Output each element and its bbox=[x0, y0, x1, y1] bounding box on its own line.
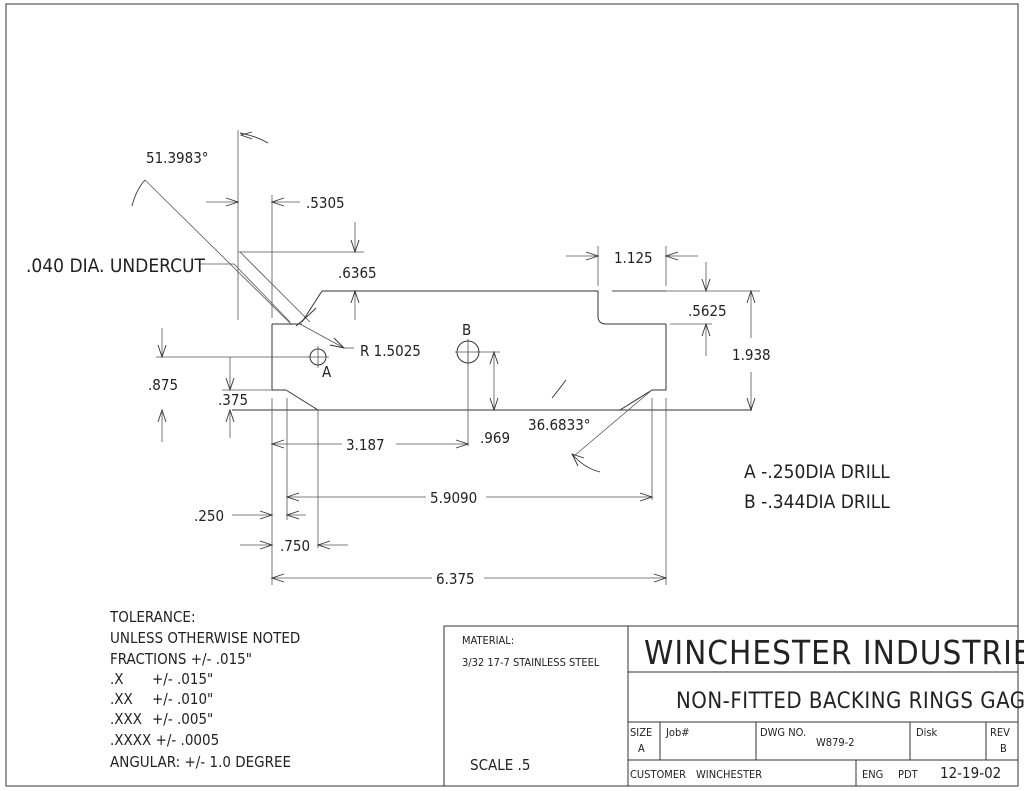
tolerance-xx-val: +/- .010" bbox=[152, 690, 213, 708]
d1938-arrow-top bbox=[746, 289, 756, 304]
radius-leader bbox=[299, 323, 345, 349]
radius-label: R 1.5025 bbox=[360, 342, 421, 360]
rev-label: REV bbox=[990, 726, 1010, 739]
d6365-arrow-bottom bbox=[350, 289, 360, 304]
d5625-arrow-bottom bbox=[701, 322, 711, 337]
d5305-label: .5305 bbox=[306, 194, 345, 212]
job-label: Job# bbox=[665, 726, 690, 739]
d375-label: .375 bbox=[218, 391, 248, 409]
customer-value: WINCHESTER bbox=[696, 768, 762, 781]
dwg-value: W879-2 bbox=[816, 736, 855, 749]
tolerance-xx-key: .XX bbox=[110, 690, 133, 708]
tolerance-xxx-key: .XXX bbox=[110, 710, 142, 728]
tolerance-xxxx: .XXXX +/- .0005 bbox=[110, 731, 219, 749]
undercut-label: .040 DIA. UNDERCUT bbox=[26, 255, 206, 277]
d1125-left-arrow bbox=[585, 251, 600, 261]
hole-a-label: A bbox=[322, 363, 332, 381]
angle-top-leader bbox=[144, 179, 293, 326]
material-label: MATERIAL: bbox=[462, 634, 514, 647]
drawing-title: NON-FITTED BACKING RINGS GAGE bbox=[676, 689, 1024, 714]
radius-notch bbox=[597, 291, 666, 325]
d875-arrow-top bbox=[157, 344, 167, 359]
drill-notes: A -.250DIA DRILL B -.344DIA DRILL bbox=[744, 461, 890, 513]
undercut-arc bbox=[295, 307, 317, 327]
d875-label: .875 bbox=[148, 376, 178, 394]
dimension-labels: 51.3983° .5305 .040 DIA. UNDERCUT .6365 … bbox=[26, 149, 771, 588]
angle-right-arc-bottom bbox=[571, 453, 601, 473]
d1125-label: 1.125 bbox=[614, 249, 653, 267]
title-block: MATERIAL: 3/32 17-7 STAINLESS STEEL SCAL… bbox=[443, 625, 1024, 787]
undercut-leader-diag2 bbox=[239, 251, 311, 323]
undercut-leader-diag bbox=[233, 263, 291, 323]
tolerance-line2: FRACTIONS +/- .015" bbox=[110, 650, 252, 668]
d5909-arrow-left bbox=[285, 492, 300, 502]
d375-arrow-bottom bbox=[225, 408, 235, 423]
tolerance-x-key: .X bbox=[110, 670, 124, 688]
disk-label: Disk bbox=[916, 726, 938, 739]
d1938-label: 1.938 bbox=[732, 346, 771, 364]
d750-arrow-left bbox=[259, 540, 274, 550]
d1125-right-arrow bbox=[664, 251, 679, 261]
d250-label: .250 bbox=[194, 507, 224, 525]
customer-label: CUSTOMER bbox=[630, 768, 686, 781]
angle-right-arrow bbox=[571, 453, 585, 467]
company-name: WINCHESTER INDUSTRIES INC. bbox=[644, 633, 1024, 672]
angle-top-arrow bbox=[239, 131, 253, 140]
d3187-arrow-left bbox=[270, 439, 285, 449]
eng-value: PDT bbox=[898, 768, 919, 781]
tolerance-angular: ANGULAR: +/- 1.0 DEGREE bbox=[110, 753, 291, 771]
tolerance-header: TOLERANCE: bbox=[109, 608, 196, 626]
d6365-label: .6365 bbox=[338, 264, 377, 282]
d750-arrow-right bbox=[316, 540, 331, 550]
material-value: 3/32 17-7 STAINLESS STEEL bbox=[462, 656, 600, 669]
lower-left-chamfer bbox=[285, 389, 319, 411]
d6375-arrow-right bbox=[653, 573, 668, 583]
angle-left-arc bbox=[131, 179, 146, 207]
rev-value: B bbox=[1000, 742, 1007, 755]
d6365-arrow-top bbox=[350, 239, 360, 254]
dimension-lines bbox=[131, 130, 760, 583]
d5305-left-arrow bbox=[225, 197, 240, 207]
radius-arrow bbox=[329, 337, 346, 349]
angle-right-leader bbox=[573, 389, 653, 457]
d3187-label: 3.187 bbox=[346, 436, 385, 454]
d969-arrow-bottom bbox=[489, 397, 499, 412]
hole-b-label: B bbox=[462, 321, 471, 339]
part-outline bbox=[232, 290, 752, 585]
size-label: SIZE bbox=[630, 726, 652, 739]
d6375-arrow-left bbox=[270, 573, 285, 583]
title-block-frame bbox=[443, 625, 1019, 787]
drill-note-a: A -.250DIA DRILL bbox=[744, 461, 890, 483]
drill-note-b: B -.344DIA DRILL bbox=[744, 491, 890, 513]
angle-right-arc-top bbox=[551, 379, 567, 399]
eng-label: ENG bbox=[862, 768, 883, 781]
d6375-label: 6.375 bbox=[436, 570, 475, 588]
tolerance-notes: TOLERANCE: UNLESS OTHERWISE NOTED FRACTI… bbox=[109, 608, 300, 771]
d969-arrow-top bbox=[489, 350, 499, 365]
angle-top-label: 51.3983° bbox=[146, 149, 209, 167]
d969-label: .969 bbox=[480, 429, 510, 447]
d250-arrow-left bbox=[259, 510, 274, 520]
d5909-arrow-right bbox=[639, 492, 654, 502]
d875-arrow-bottom bbox=[157, 408, 167, 423]
d250-arrow-right bbox=[285, 510, 300, 520]
date-value: 12-19-02 bbox=[940, 764, 1001, 782]
d5909-label: 5.9090 bbox=[430, 489, 477, 507]
d5625-arrow-top bbox=[701, 278, 711, 293]
d3187-arrow-right bbox=[455, 439, 470, 449]
tolerance-line1: UNLESS OTHERWISE NOTED bbox=[110, 629, 300, 647]
angle-right-label: 36.6833° bbox=[528, 416, 591, 434]
size-value: A bbox=[638, 742, 645, 755]
dwg-label: DWG NO. bbox=[760, 726, 806, 739]
d5625-label: .5625 bbox=[688, 302, 727, 320]
tolerance-x-val: +/- .015" bbox=[152, 670, 213, 688]
tolerance-xxx-val: +/- .005" bbox=[152, 710, 213, 728]
angle-top-arc bbox=[239, 132, 269, 144]
d750-label: .750 bbox=[280, 537, 310, 555]
d1938-arrow-bottom bbox=[746, 397, 756, 412]
d5305-right-arrow bbox=[270, 197, 285, 207]
lower-right-chamfer bbox=[619, 389, 653, 411]
scale-label: SCALE .5 bbox=[470, 756, 530, 774]
